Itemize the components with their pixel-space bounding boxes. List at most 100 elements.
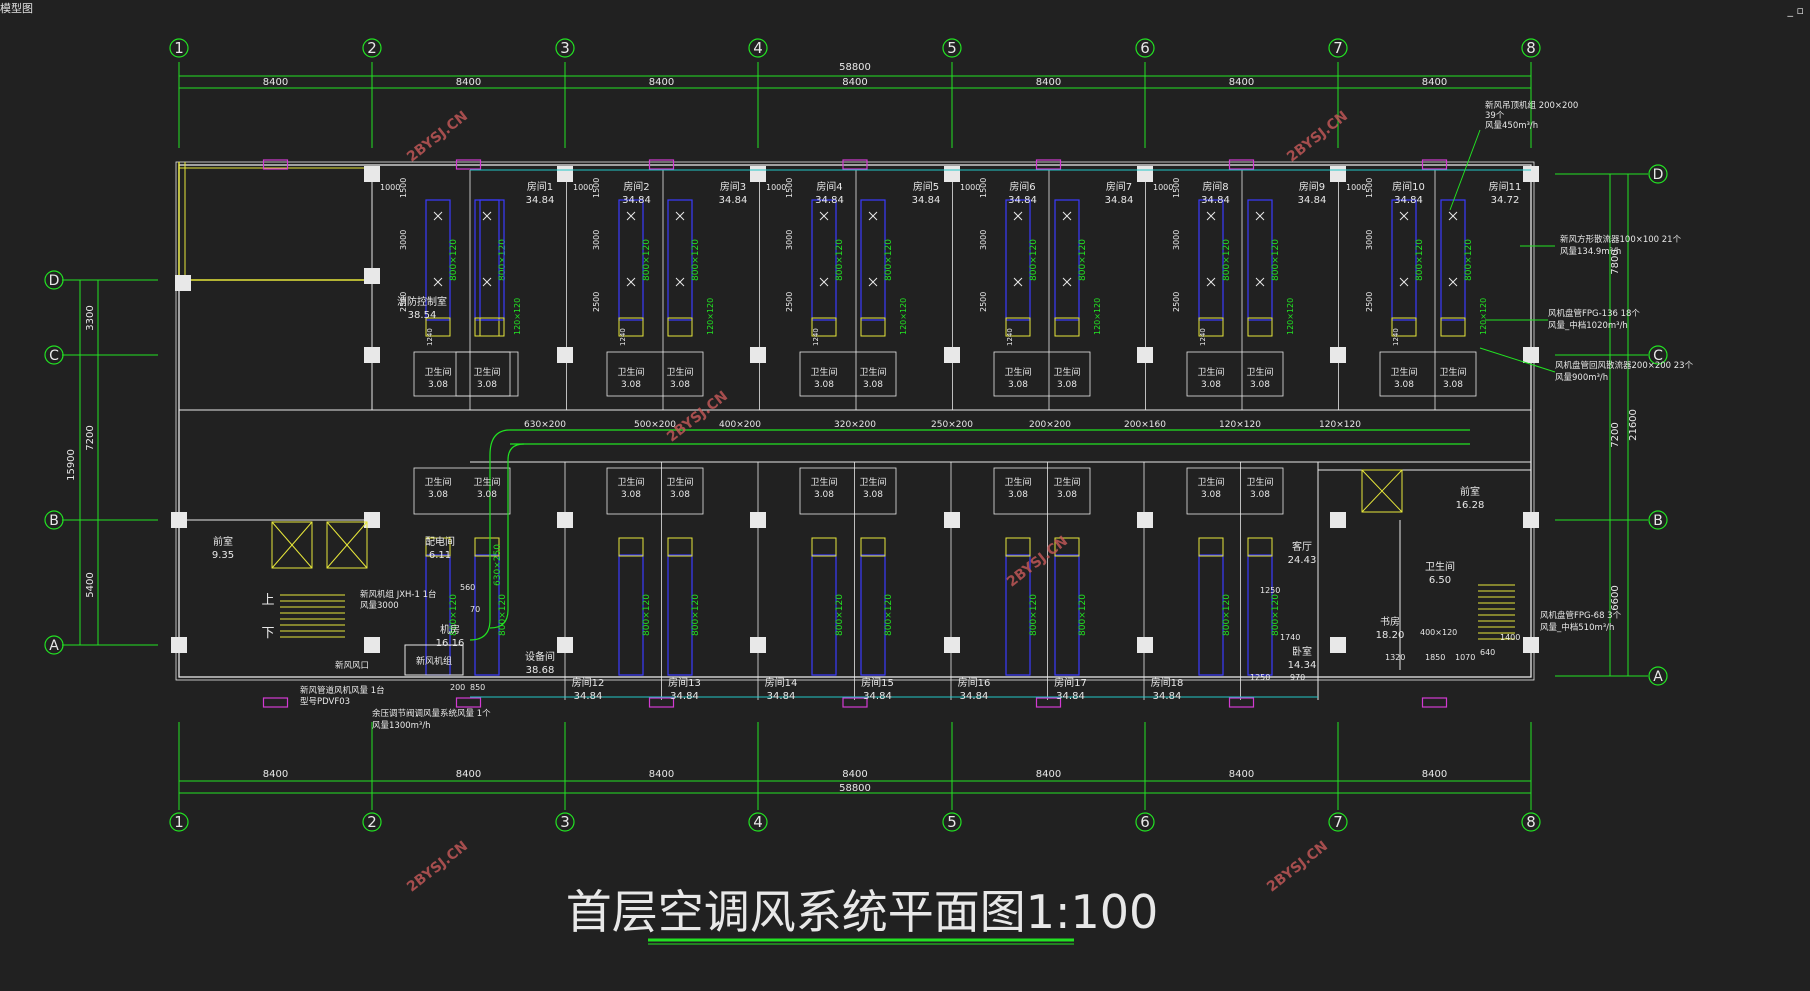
bath-area: 3.08 [1250,490,1270,500]
room-area: 34.84 [767,691,796,702]
fcu-duct-top [860,199,886,321]
bath-area: 3.08 [1394,380,1414,390]
dim-left-total: 15900 [66,449,77,481]
axis-label: 2 [367,813,377,831]
leader-annotation: 风量3000 [360,601,399,611]
bath-name: 卫生间 [1197,476,1224,488]
special-room-name: 卧室 [1292,645,1312,658]
room-dimension: 1000 [380,183,400,192]
bath-area: 3.08 [814,380,834,390]
axis-label: 3 [560,39,570,57]
bathroom-bottom [413,467,511,515]
room-dimension: 2500 [399,292,408,312]
bathroom-top [993,351,1091,397]
room-dimension: 120×120 [706,298,715,335]
fcu-unit-top [1391,317,1417,337]
elevator-x [1361,469,1403,513]
axis-bubble [555,38,575,58]
room-name: 房间1 [527,180,553,193]
axis-bubble [1135,812,1155,832]
room-area: 34.84 [574,691,603,702]
leader-annotation: 风量1300m³/h [372,721,431,731]
bath-name: 卫生间 [424,366,451,378]
window-marker-top [648,159,675,170]
fcu-duct-top [618,199,644,321]
diffuser-x [1206,277,1216,287]
diffuser-x [1448,211,1458,221]
leader-annotation: 39个 [1485,111,1505,121]
fcu-unit-bottom [425,537,451,557]
leader-line [1479,347,1556,373]
axis-label: D [1653,167,1664,183]
model-tab[interactable]: 模型图 [0,2,33,15]
room-dimension: 3000 [1365,230,1374,250]
misc-dimension: 1850 [1425,653,1445,662]
fcu-unit-top [425,317,451,337]
fcu-unit-bottom [1247,537,1273,557]
axis-bubble [748,812,768,832]
duct-size-label: 800×120 [1222,594,1232,636]
bath-name: 卫生间 [1197,366,1224,378]
duct-size-label: 250×200 [931,420,973,430]
axis-bubble [555,812,575,832]
axis-label: 2 [367,39,377,57]
structural-column [750,512,766,528]
special-room-name: 书房 [1380,615,1400,628]
dim-right-seg: 6600 [1610,585,1621,610]
leader-annotation: 风量450m³/h [1485,121,1538,131]
bathroom-bottom [1186,467,1284,515]
duct-size-label: 800×120 [1271,239,1281,281]
dim-left-seg: 3300 [85,305,96,330]
special-room-name: 前室 [213,535,233,548]
room-name: 房间15 [861,676,894,689]
axis-bubble [1648,510,1668,530]
room-dimension: 1240 [812,328,820,346]
stair-down: 下 [261,626,274,641]
diffuser-x [626,211,636,221]
axis-label: C [49,348,59,364]
axis-label: D [49,273,60,289]
axis-label: 7 [1333,39,1343,57]
duct-size-label: 800×120 [1464,239,1474,281]
bath-area: 3.08 [863,380,883,390]
special-room-area: 16.16 [436,638,465,649]
window-controls[interactable]: _ ▫ [1787,4,1804,17]
fcu-unit-bottom [618,537,644,557]
watermark: 2BYSJ.CN [1004,533,1071,590]
dim-right-seg: 7200 [1610,422,1621,447]
fcu-unit-top [1054,317,1080,337]
duct-size-label: 630×250 [493,544,503,586]
room-dimension: 1500 [592,178,601,198]
diffuser-x [1206,211,1216,221]
axis-label: 5 [947,813,957,831]
structural-column [1137,512,1153,528]
room-dimension: 1000 [766,183,786,192]
fcu-duct-bottom [1054,554,1080,676]
diffuser-x [1448,277,1458,287]
structural-column [944,637,960,653]
window-marker-top [842,159,868,170]
bath-area: 3.08 [1250,380,1270,390]
axis-label: 6 [1140,813,1150,831]
dim-bay: 8400 [842,769,867,780]
axis-bubble [169,812,189,832]
axis-label: 8 [1526,813,1536,831]
duct-size-label: 800×120 [498,594,508,636]
bath-area: 3.08 [477,380,497,390]
duct-size-label: 800×120 [835,594,845,636]
window-marker-bottom [1035,697,1062,708]
room-dimension: 1240 [1199,328,1207,346]
duct-size-label: 200×200 [1029,420,1071,430]
room-name: 房间6 [1009,180,1035,193]
room-area: 34.84 [670,691,699,702]
axis-bubble [169,38,189,58]
yellow-wall [178,162,372,281]
special-room-area: 16.28 [1456,500,1485,511]
room-dimension: 1240 [1006,328,1014,346]
structural-column [750,347,766,363]
dim-bay: 8400 [456,77,481,88]
room-dimension: 1500 [785,178,794,198]
structural-column [557,166,573,182]
bath-area: 3.08 [621,490,641,500]
